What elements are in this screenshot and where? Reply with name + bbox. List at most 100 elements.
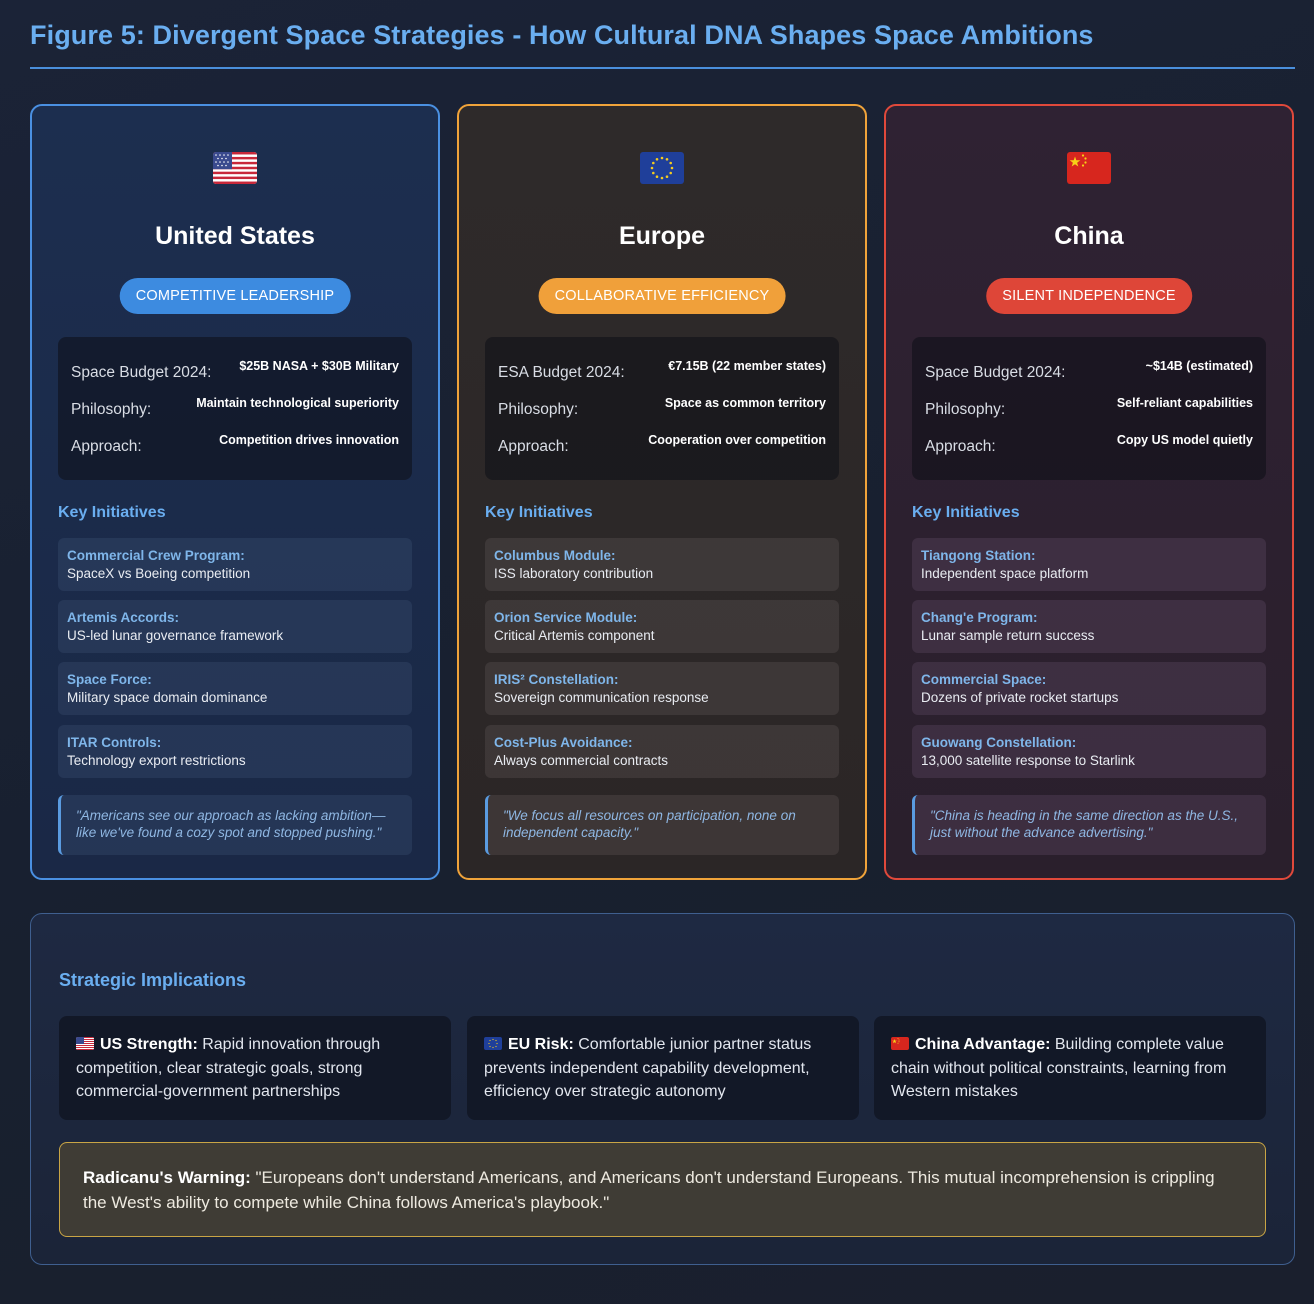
region-name: United States — [155, 222, 315, 250]
stat-label: Philosophy: — [71, 401, 152, 418]
initiative-title: ITAR Controls: — [67, 735, 162, 750]
stats-panel: ESA Budget 2024: €7.15B (22 member state… — [485, 337, 839, 480]
initiative-desc: Sovereign communication response — [494, 690, 709, 705]
implication-text: Rapid innovation through competition, cl… — [76, 1036, 381, 1100]
stat-value: Copy US model quietly — [1116, 433, 1253, 447]
region-name: China — [1054, 222, 1124, 250]
implication-text: Comfortable junior partner status preven… — [484, 1036, 812, 1100]
initiative-title: Tiangong Station: — [921, 548, 1036, 563]
implication-label: EU Risk: — [508, 1036, 574, 1053]
quote-box: "We focus all resources on participation… — [485, 795, 839, 855]
strategic-implications-panel: Strategic Implications US Strength: Rapi… — [30, 913, 1295, 1265]
quote-line: independent capacity." — [503, 825, 639, 840]
stat-label: Space Budget 2024: — [925, 364, 1066, 381]
key-initiatives-heading: Key Initiatives — [485, 504, 593, 521]
initiative-item: Tiangong Station: Independent space plat… — [912, 538, 1266, 591]
cn-flag-icon — [1067, 152, 1111, 184]
initiative-item: Space Force: Military space domain domin… — [58, 662, 412, 715]
implication-eu: EU Risk: Comfortable junior partner stat… — [467, 1016, 859, 1120]
quote-box: "Americans see our approach as lacking a… — [58, 795, 412, 855]
stat-row-philosophy: Philosophy: Self-reliant capabilities — [925, 374, 1253, 418]
strategy-badge: COLLABORATIVE EFFICIENCY — [538, 278, 786, 314]
quote-line: "China is heading in the same direction … — [930, 808, 1238, 823]
initiative-desc: US-led lunar governance framework — [67, 628, 284, 643]
initiative-title: Chang'e Program: — [921, 610, 1038, 625]
initiative-item: Orion Service Module: Critical Artemis c… — [485, 600, 839, 653]
cn-flag-icon — [891, 1037, 909, 1050]
initiative-title: IRIS² Constellation: — [494, 672, 619, 687]
warning-label: Radicanu's Warning: — [83, 1168, 251, 1187]
initiative-item: IRIS² Constellation: Sovereign communica… — [485, 662, 839, 715]
initiative-title: Artemis Accords: — [67, 610, 180, 625]
implication-china: China Advantage: Building complete value… — [874, 1016, 1266, 1120]
stat-row-philosophy: Philosophy: Space as common territory — [498, 374, 826, 418]
stat-row-budget: ESA Budget 2024: €7.15B (22 member state… — [498, 337, 826, 381]
implication-label: US Strength: — [100, 1036, 198, 1053]
stat-label: Philosophy: — [498, 401, 579, 418]
stat-label: ESA Budget 2024: — [498, 364, 625, 381]
stat-value: Cooperation over competition — [648, 433, 826, 447]
stat-row-approach: Approach: Copy US model quietly — [925, 411, 1253, 455]
region-name: Europe — [618, 222, 706, 250]
stat-label: Approach: — [498, 438, 569, 455]
quote-box: "China is heading in the same direction … — [912, 795, 1266, 855]
stats-panel: Space Budget 2024: ~$14B (estimated) Phi… — [912, 337, 1266, 480]
strategy-badge: COMPETITIVE LEADERSHIP — [119, 278, 351, 314]
stat-label: Space Budget 2024: — [71, 364, 212, 381]
eu-flag-icon — [484, 1037, 502, 1050]
warning-callout: Radicanu's Warning: "Europeans don't und… — [59, 1142, 1266, 1237]
stat-row-approach: Approach: Cooperation over competition — [498, 411, 826, 455]
stat-value: $25B NASA + $30B Military — [239, 359, 399, 373]
initiative-desc: Military space domain dominance — [67, 690, 268, 705]
stat-label: Approach: — [71, 438, 142, 455]
initiative-desc: SpaceX vs Boeing competition — [67, 566, 251, 581]
initiative-title: Commercial Crew Program: — [67, 548, 245, 563]
initiative-item: ITAR Controls: Technology export restric… — [58, 725, 412, 778]
initiative-desc: ISS laboratory contribution — [494, 566, 654, 581]
stat-value: Competition drives innovation — [219, 433, 399, 447]
us-flag-icon — [76, 1037, 94, 1050]
initiative-desc: Lunar sample return success — [921, 628, 1095, 643]
initiative-title: Space Force: — [67, 672, 152, 687]
initiative-title: Guowang Constellation: — [921, 735, 1077, 750]
initiative-item: Chang'e Program: Lunar sample return suc… — [912, 600, 1266, 653]
quote-line: "We focus all resources on participation… — [503, 808, 796, 823]
implication-text: Building complete value chain without po… — [891, 1036, 1227, 1100]
initiative-item: Guowang Constellation: 13,000 satellite … — [912, 725, 1266, 778]
initiative-title: Columbus Module: — [494, 548, 616, 563]
initiative-item: Commercial Space: Dozens of private rock… — [912, 662, 1266, 715]
initiative-desc: Always commercial contracts — [494, 753, 669, 768]
card-united-states: United States COMPETITIVE LEADERSHIP Spa… — [30, 104, 440, 880]
stats-panel: Space Budget 2024: $25B NASA + $30B Mili… — [58, 337, 412, 480]
initiative-desc: Critical Artemis component — [494, 628, 655, 643]
stat-row-budget: Space Budget 2024: ~$14B (estimated) — [925, 337, 1253, 381]
card-china: China SILENT INDEPENDENCE Space Budget 2… — [884, 104, 1294, 880]
stat-row-budget: Space Budget 2024: $25B NASA + $30B Mili… — [71, 337, 399, 381]
stat-value: Space as common territory — [664, 396, 826, 410]
us-flag-icon — [213, 152, 257, 184]
strategy-badge: SILENT INDEPENDENCE — [986, 278, 1192, 314]
stat-value: Maintain technological superiority — [196, 396, 399, 410]
warning-text: "Europeans don't understand Americans, a… — [83, 1168, 1215, 1212]
quote-line: like we've found a cozy spot and stopped… — [76, 825, 382, 840]
quote-line: "Americans see our approach as lacking a… — [76, 808, 386, 823]
key-initiatives-heading: Key Initiatives — [912, 504, 1020, 521]
initiative-desc: Technology export restrictions — [67, 753, 246, 768]
initiative-title: Commercial Space: — [921, 672, 1047, 687]
implication-label: China Advantage: — [915, 1036, 1051, 1053]
stat-value: ~$14B (estimated) — [1145, 359, 1253, 373]
implication-us: US Strength: Rapid innovation through co… — [59, 1016, 451, 1120]
initiative-item: Artemis Accords: US-led lunar governance… — [58, 600, 412, 653]
initiative-desc: 13,000 satellite response to Starlink — [921, 753, 1135, 768]
implications-heading: Strategic Implications — [59, 970, 247, 990]
initiative-item: Commercial Crew Program: SpaceX vs Boein… — [58, 538, 412, 591]
card-europe: Europe COLLABORATIVE EFFICIENCY ESA Budg… — [457, 104, 867, 880]
stat-value: €7.15B (22 member states) — [668, 359, 826, 373]
title-divider — [30, 67, 1295, 69]
stat-row-philosophy: Philosophy: Maintain technological super… — [71, 374, 399, 418]
initiative-desc: Dozens of private rocket startups — [921, 690, 1119, 705]
eu-flag-icon — [640, 152, 684, 184]
stat-label: Philosophy: — [925, 401, 1006, 418]
stat-value: Self-reliant capabilities — [1116, 396, 1253, 410]
